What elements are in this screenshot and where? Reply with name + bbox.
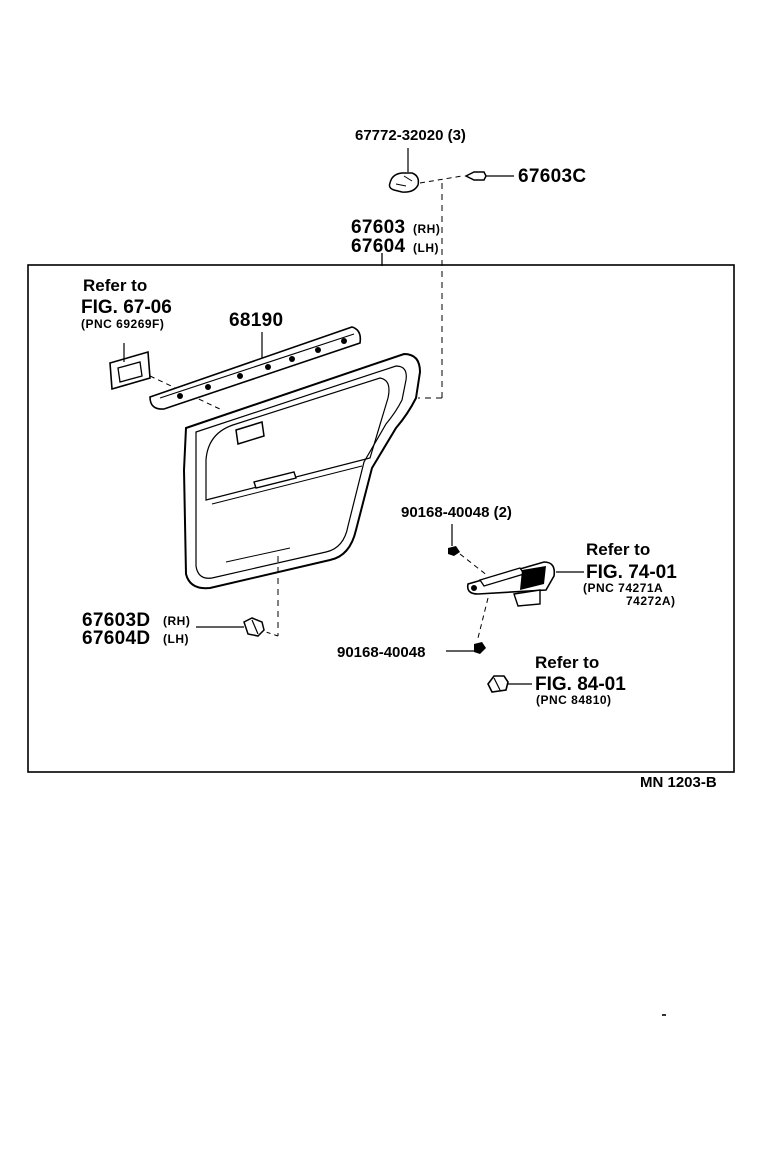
fastener-67603c-icon <box>464 171 514 181</box>
label-67603c: 67603C <box>518 166 587 187</box>
belt-moulding-68190-icon <box>149 326 362 410</box>
label-67603: 67603 <box>351 217 406 238</box>
handle-bezel-icon <box>109 343 151 391</box>
label-refer-to-7401: Refer to <box>586 540 651 559</box>
label-pnc-7401-a: (PNC 74271A <box>583 581 664 595</box>
clip-67772-icon <box>388 148 420 193</box>
label-pnc-7401-b: 74272A) <box>626 594 676 608</box>
label-67604: 67604 <box>351 236 406 257</box>
dashed-link <box>459 553 489 577</box>
label-68190: 68190 <box>229 310 284 331</box>
label-screw-bottom: 90168-40048 <box>337 644 426 661</box>
screw-bottom-icon <box>446 642 486 654</box>
label-screw-top: 90168-40048 (2) <box>401 504 512 521</box>
label-fig-8401: FIG. 84-01 <box>535 674 626 695</box>
diagram-frame <box>27 264 735 773</box>
power-window-switch-icon <box>466 561 584 607</box>
label-67603d: 67603D <box>82 610 151 631</box>
label-rh-bottom: (RH) <box>163 614 191 628</box>
dashed-link <box>477 597 489 639</box>
label-refer-to-6706: Refer to <box>83 276 148 295</box>
diagram-reference: MN 1203-B <box>640 774 717 791</box>
dashed-link <box>419 175 463 184</box>
clip-67603d-icon <box>196 617 265 637</box>
label-clip-top: 67772-32020 (3) <box>355 127 466 144</box>
door-trim-board-icon <box>182 352 422 590</box>
label-refer-to-8401: Refer to <box>535 653 600 672</box>
courtesy-lamp-icon <box>487 675 532 693</box>
label-pnc-8401: (PNC 84810) <box>536 693 612 707</box>
label-fig-7401: FIG. 74-01 <box>586 562 677 583</box>
label-rh: (RH) <box>413 222 441 236</box>
screw-top-icon <box>448 524 460 556</box>
label-lh: (LH) <box>413 241 439 255</box>
label-fig-6706: FIG. 67-06 <box>81 297 172 318</box>
label-pnc-6706: (PNC 69269F) <box>81 317 165 331</box>
label-lh-bottom: (LH) <box>163 632 189 646</box>
dashed-link <box>265 631 279 637</box>
label-67604d: 67604D <box>82 628 151 649</box>
